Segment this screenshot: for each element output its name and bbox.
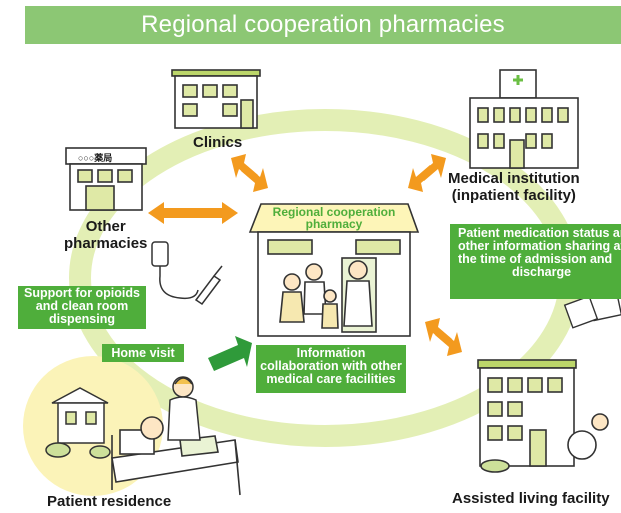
- label-medical-institution: Medical institution (inpatient facility): [448, 170, 580, 204]
- box-opioids-line3: dispensing: [49, 312, 115, 326]
- hospital-building-icon: [469, 69, 579, 169]
- label-center-pharmacy-line2: pharmacy: [305, 217, 363, 231]
- label-other-pharmacies: Other pharmacies: [64, 218, 147, 252]
- box-opioids-support: Support for opioids and clean room dispe…: [18, 286, 146, 329]
- box-home-visit: Home visit: [102, 344, 184, 362]
- box-opioids-line1: Support for opioids: [24, 286, 140, 300]
- central-pharmacy-building: [248, 203, 420, 337]
- arrow-center-hospital: [408, 154, 446, 192]
- label-assisted-living: Assisted living facility: [452, 490, 610, 507]
- label-other-pharmacies-line1: Other: [85, 218, 126, 235]
- assisted-living-building-icon: [477, 359, 609, 473]
- box-medication-line4: discharge: [512, 265, 572, 279]
- box-info-collab-line3: medical care facilities: [266, 372, 396, 386]
- residence-house-icon: [45, 387, 111, 459]
- label-center-pharmacy-line1: Regional cooperation: [272, 205, 396, 219]
- box-opioids-line2: and clean room: [35, 299, 129, 313]
- label-medical-institution-line2: (inpatient facility): [451, 187, 576, 204]
- other-pharmacy-sign: ○○○薬局: [78, 153, 113, 163]
- pill-pack-icon: [563, 295, 599, 329]
- page-title: Regional cooperation pharmacies: [25, 6, 621, 44]
- other-pharmacy-building-icon: [65, 147, 147, 211]
- label-patient-residence: Patient residence: [47, 493, 172, 510]
- box-medication-line1: Patient medication status and: [458, 226, 621, 240]
- box-medication-line2: other information sharing at: [458, 239, 621, 253]
- arrow-home-visit: [208, 336, 252, 371]
- arrow-center-assisted-living: [425, 318, 462, 356]
- label-center-pharmacy: Regional cooperation pharmacy: [263, 206, 405, 230]
- box-medication-line3: the time of admission and: [458, 252, 613, 266]
- label-medical-institution-line1: Medical institution: [448, 170, 580, 187]
- label-clinics: Clinics: [193, 134, 243, 151]
- syringe-icon: [194, 265, 223, 306]
- label-other-pharmacies-line2: pharmacies: [64, 235, 148, 252]
- caregiver-icon: [167, 376, 201, 441]
- arrow-center-clinics: [231, 154, 268, 192]
- iv-bag-icon: [151, 241, 199, 300]
- box-info-collab-line1: Information: [296, 346, 366, 360]
- arrow-center-pharmacies: [148, 202, 238, 224]
- box-info-collab-line2: collaboration with other: [260, 359, 402, 373]
- box-medication-status: Patient medication status and other info…: [450, 224, 621, 299]
- clinics-building-icon: [171, 69, 261, 129]
- bed-with-patient-icon: [111, 416, 241, 496]
- box-info-collaboration: Information collaboration with other med…: [256, 345, 406, 393]
